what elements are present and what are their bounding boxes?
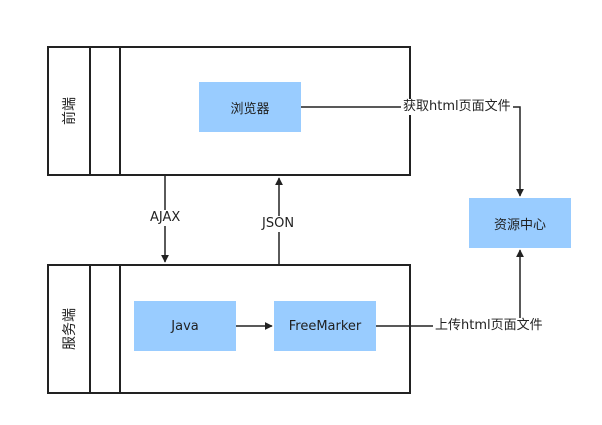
ajax-label: AJAX [148, 210, 183, 226]
browser-node-label: 浏览器 [230, 101, 270, 117]
resource-center-node: 资源中心 [469, 198, 571, 248]
browser-node: 浏览器 [199, 82, 301, 132]
frontend-lane-divider-2 [89, 48, 121, 174]
json-label: JSON [260, 216, 297, 232]
resource-center-node-label: 资源中心 [493, 217, 546, 233]
freemarker-node: FreeMarker [274, 301, 376, 351]
upload-html-label: 上传html页面文件 [433, 318, 545, 334]
java-node: Java [134, 301, 236, 351]
fetch-html-connector [301, 106, 524, 197]
server-lane-divider-1 [49, 266, 91, 392]
fetch-html-label: 获取html页面文件 [401, 99, 513, 115]
java-node-label: Java [171, 318, 199, 334]
upload-html-connector [376, 249, 524, 327]
frontend-lane-divider-1 [49, 48, 91, 174]
freemarker-node-label: FreeMarker [288, 318, 362, 334]
server-lane-divider-2 [89, 266, 121, 392]
